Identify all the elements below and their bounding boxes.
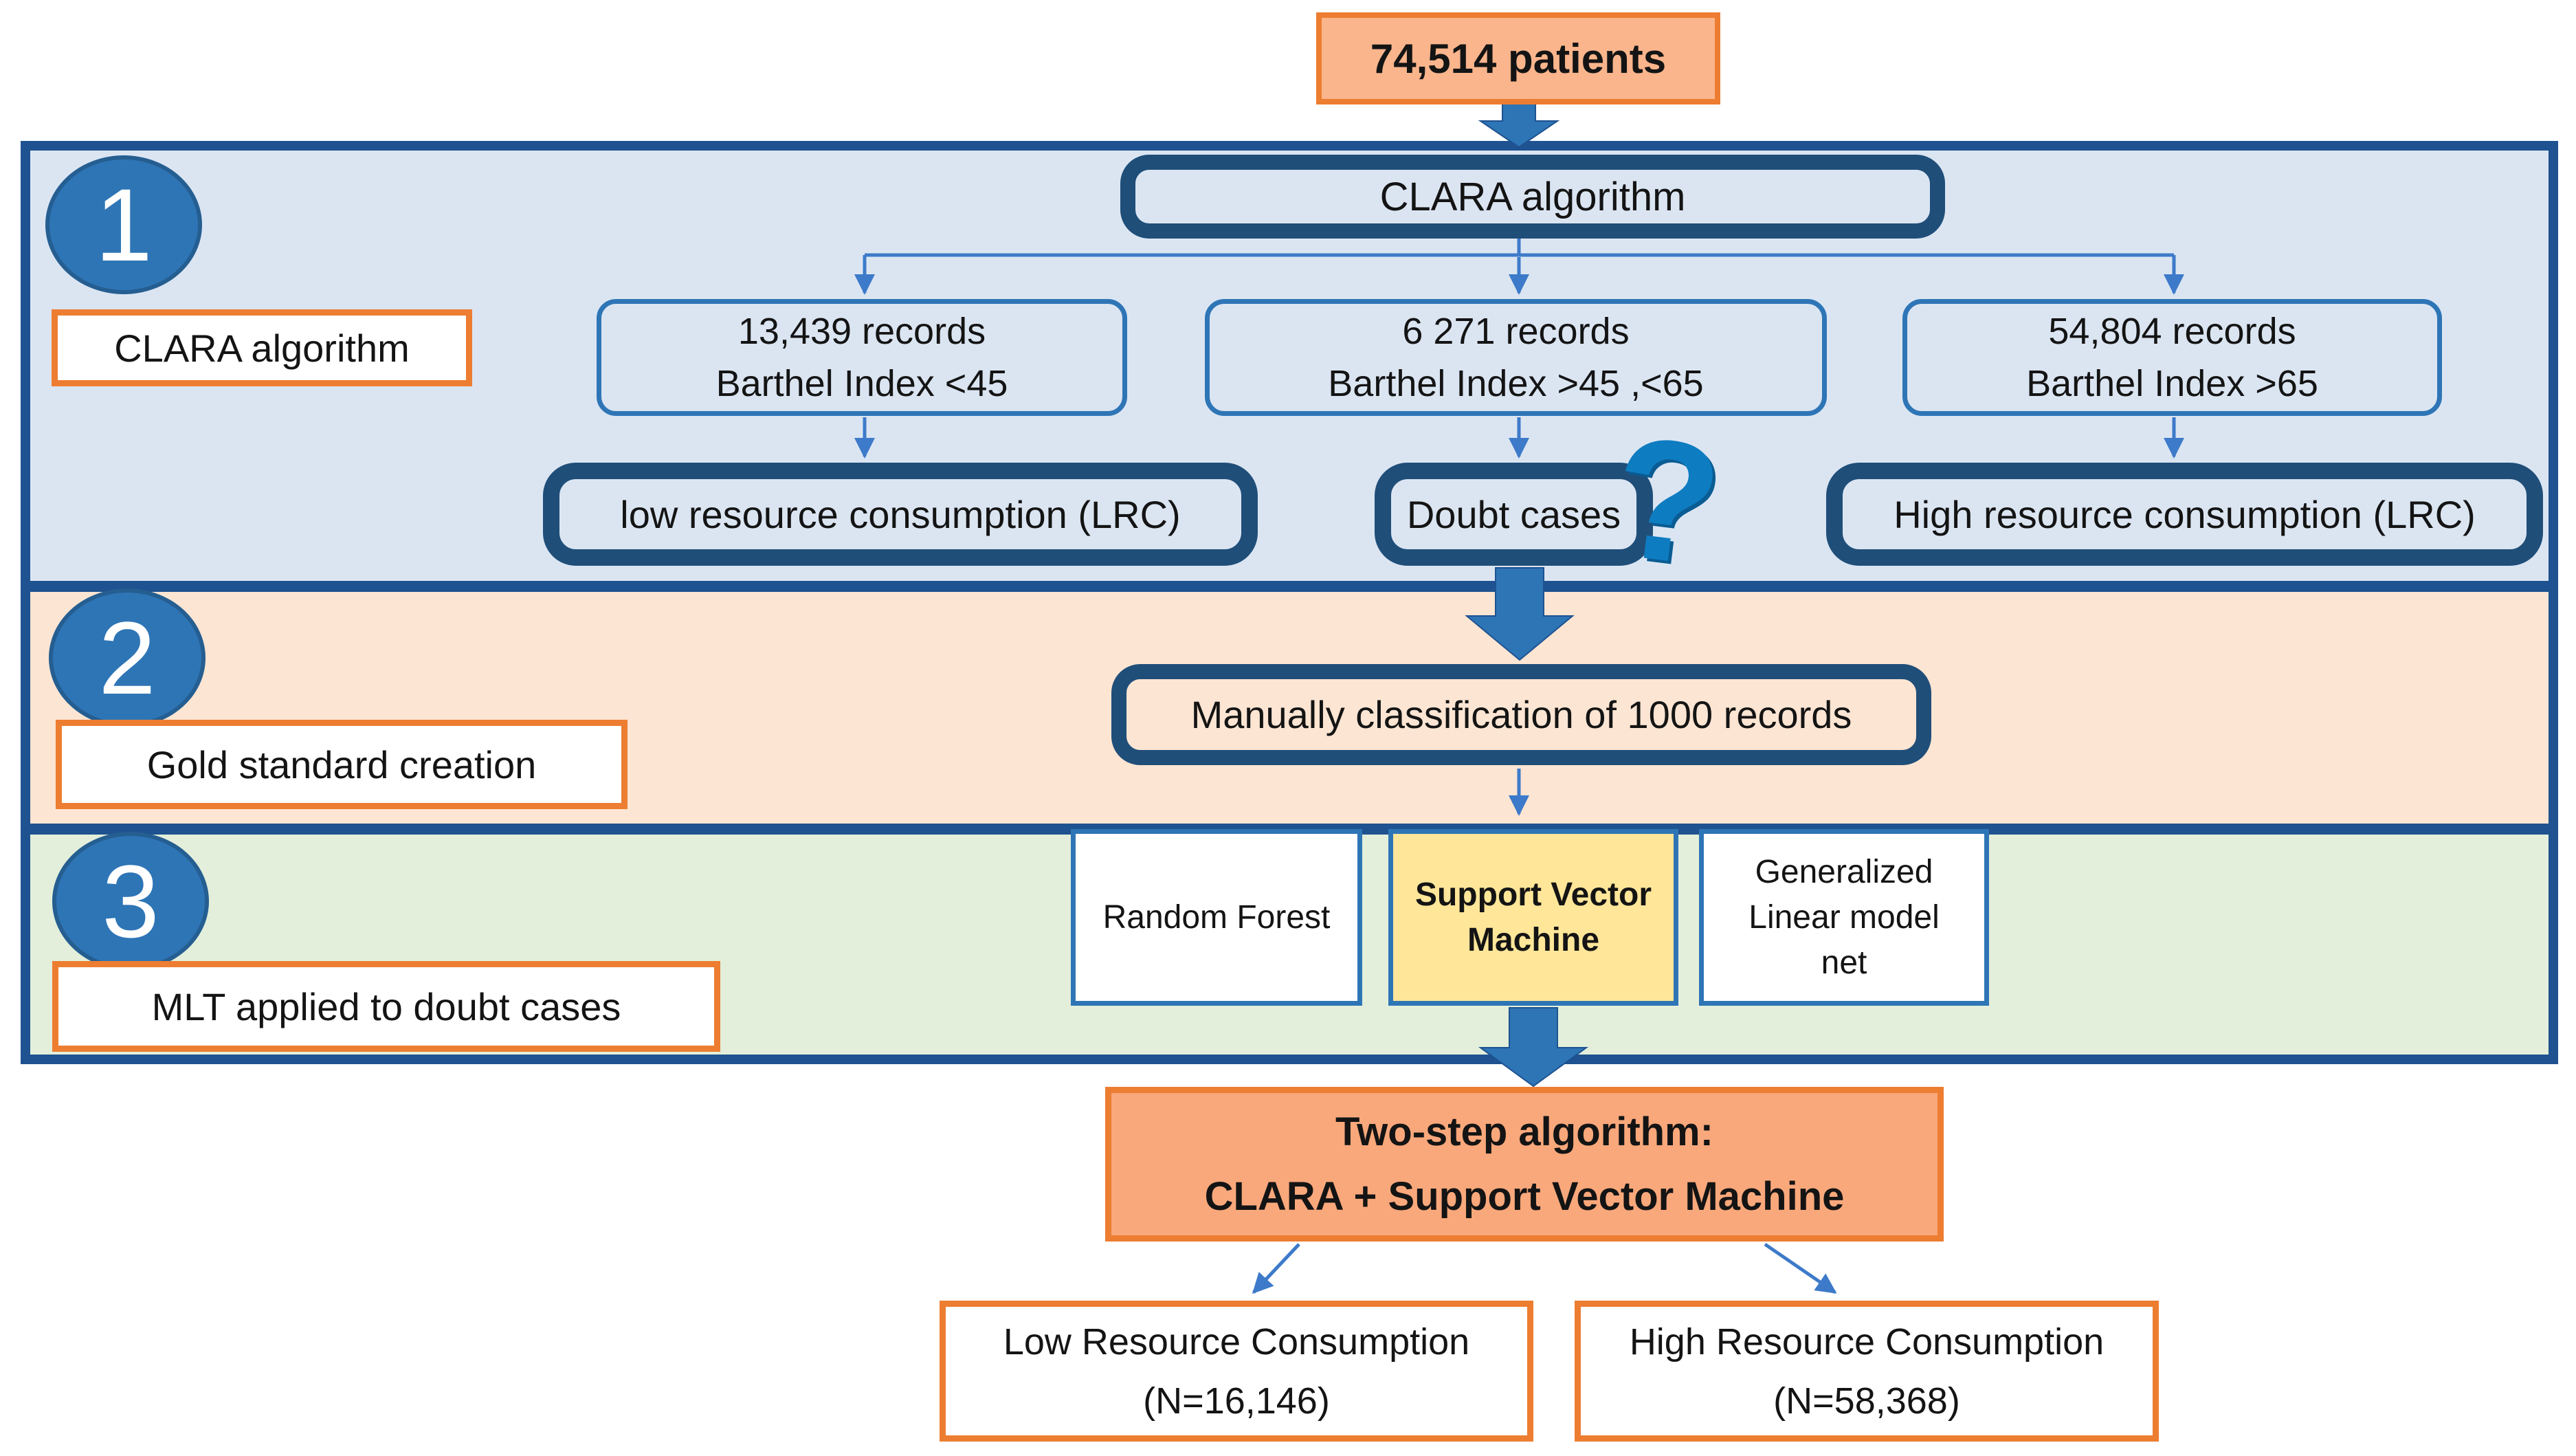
step-2-number: 2 <box>98 599 156 716</box>
record-criteria: Barthel Index >65 <box>2026 363 2318 404</box>
result-box-hrc: High resource consumption (LRC) <box>1826 463 2543 566</box>
result-box-doubt-cases: Doubt cases <box>1375 463 1653 566</box>
mlt-label: Random Forest <box>1102 898 1331 936</box>
final-count: (N=16,146) <box>1143 1380 1330 1422</box>
mlt-label: Support Vector Machine <box>1414 876 1652 958</box>
two-step-algorithm-box: Two-step algorithm: CLARA + Support Vect… <box>1105 1087 1944 1242</box>
steps-panel <box>21 141 2558 1064</box>
final-box-low-resource: Low Resource Consumption (N=16,146) <box>940 1301 1533 1442</box>
step-1-label: CLARA algorithm <box>114 326 410 370</box>
record-count: 6 271 records <box>1402 311 1630 352</box>
mlt-box-support-vector-machine: Support Vector Machine <box>1388 829 1678 1006</box>
mlt-box-random-forest: Random Forest <box>1071 829 1362 1006</box>
step-3-number-badge: 3 <box>52 832 209 971</box>
record-box-bi-gt65: 54,804 records Barthel Index >65 <box>1902 299 2442 416</box>
final-box-high-resource: High Resource Consumption (N=58,368) <box>1575 1301 2159 1442</box>
manual-classification-box: Manually classification of 1000 records <box>1111 664 1931 765</box>
step-3-number: 3 <box>102 843 159 959</box>
step-2-label-box: Gold standard creation <box>56 720 628 809</box>
record-box-bi-lt45: 13,439 records Barthel Index <45 <box>597 299 1127 416</box>
two-step-title: Two-step algorithm: <box>1335 1109 1713 1154</box>
step-1-label-box: CLARA algorithm <box>52 309 472 386</box>
result-label: High resource consumption (LRC) <box>1894 492 2476 536</box>
record-criteria: Barthel Index >45 ,<65 <box>1328 363 1704 404</box>
patients-box: 74,514 patients <box>1316 12 1720 104</box>
clara-algorithm-box: CLARA algorithm <box>1120 155 1945 239</box>
step-1-number-badge: 1 <box>45 155 202 294</box>
record-criteria: Barthel Index <45 <box>715 363 1008 404</box>
record-count: 13,439 records <box>737 311 986 352</box>
step-2-number-badge: 2 <box>49 588 206 727</box>
mlt-label: Generalized Linear model net <box>1748 853 1940 981</box>
manual-classification-label: Manually classification of 1000 records <box>1190 693 1852 736</box>
clara-algorithm-label: CLARA algorithm <box>1379 174 1686 219</box>
result-label: low resource consumption (LRC) <box>620 492 1181 536</box>
result-label: Doubt cases <box>1406 492 1621 536</box>
final-label: High Resource Consumption <box>1629 1321 2105 1363</box>
question-mark-icon: ? <box>1603 399 1731 602</box>
final-label: Low Resource Consumption <box>1003 1321 1470 1363</box>
step2-band <box>30 581 2549 824</box>
record-box-bi-45-65: 6 271 records Barthel Index >45 ,<65 <box>1205 299 1827 416</box>
final-count: (N=58,368) <box>1773 1380 1960 1422</box>
two-step-detail: CLARA + Support Vector Machine <box>1204 1173 1845 1219</box>
patients-count: 74,514 patients <box>1370 35 1667 82</box>
two-step-branch-arrows <box>1252 1242 1837 1294</box>
mlt-box-generalized-linear-model: Generalized Linear model net <box>1699 829 1989 1006</box>
step-3-label-box: MLT applied to doubt cases <box>52 961 720 1052</box>
result-box-lrc: low resource consumption (LRC) <box>543 463 1258 566</box>
step-1-number: 1 <box>95 166 153 283</box>
step-2-label: Gold standard creation <box>146 742 537 786</box>
record-count: 54,804 records <box>2048 311 2296 352</box>
step-3-label: MLT applied to doubt cases <box>151 984 621 1028</box>
